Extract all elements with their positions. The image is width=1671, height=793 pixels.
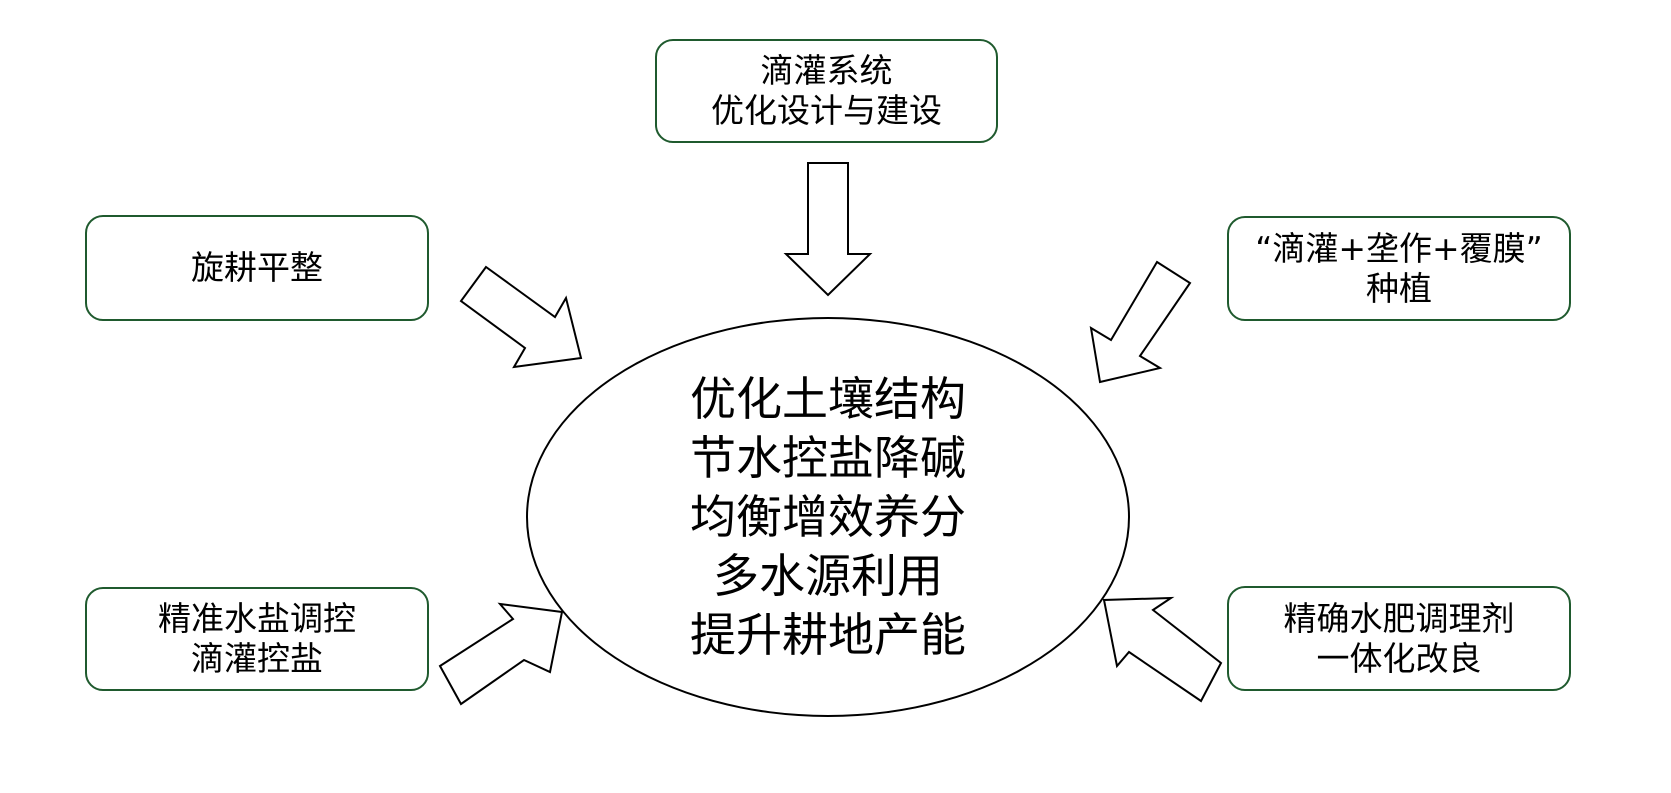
center-line-3: 均衡增效养分 bbox=[690, 489, 966, 544]
center-ellipse bbox=[526, 317, 1130, 717]
box-right-top-line1: “滴灌+垄作+覆膜” bbox=[1255, 228, 1543, 268]
box-right-bottom-line2: 一体化改良 bbox=[1316, 638, 1482, 678]
box-left-top-line1: 旋耕平整 bbox=[191, 248, 323, 287]
box-planting-mode: “滴灌+垄作+覆膜” 种植 bbox=[1227, 216, 1571, 321]
arrow-left-bottom bbox=[438, 602, 564, 706]
arrow-right-bottom bbox=[1102, 596, 1223, 703]
arrow-left-top bbox=[459, 265, 583, 369]
box-drip-irrigation-design: 滴灌系统 优化设计与建设 bbox=[655, 39, 998, 143]
box-right-top-line2: 种植 bbox=[1366, 268, 1432, 308]
center-line-1: 优化土壤结构 bbox=[690, 371, 966, 426]
box-left-bottom-line2: 滴灌控盐 bbox=[191, 639, 323, 678]
box-top-line1: 滴灌系统 bbox=[760, 51, 893, 90]
box-right-bottom-line1: 精确水肥调理剂 bbox=[1283, 598, 1515, 638]
box-top-line2: 优化设计与建设 bbox=[711, 91, 942, 130]
box-rotary-tillage: 旋耕平整 bbox=[85, 215, 429, 321]
center-line-4: 多水源利用 bbox=[713, 548, 943, 603]
box-left-bottom-line1: 精准水盐调控 bbox=[158, 599, 356, 638]
center-goals: 优化土壤结构 节水控盐降碱 均衡增效养分 多水源利用 提升耕地产能 bbox=[526, 317, 1130, 717]
center-line-5: 提升耕地产能 bbox=[690, 607, 966, 662]
box-fertilizer-amendment: 精确水肥调理剂 一体化改良 bbox=[1227, 586, 1571, 691]
arrow-right-top bbox=[1089, 260, 1192, 384]
center-line-2: 节水控盐降碱 bbox=[690, 430, 966, 485]
box-water-salt-control: 精准水盐调控 滴灌控盐 bbox=[85, 587, 429, 691]
arrow-top bbox=[783, 162, 873, 297]
